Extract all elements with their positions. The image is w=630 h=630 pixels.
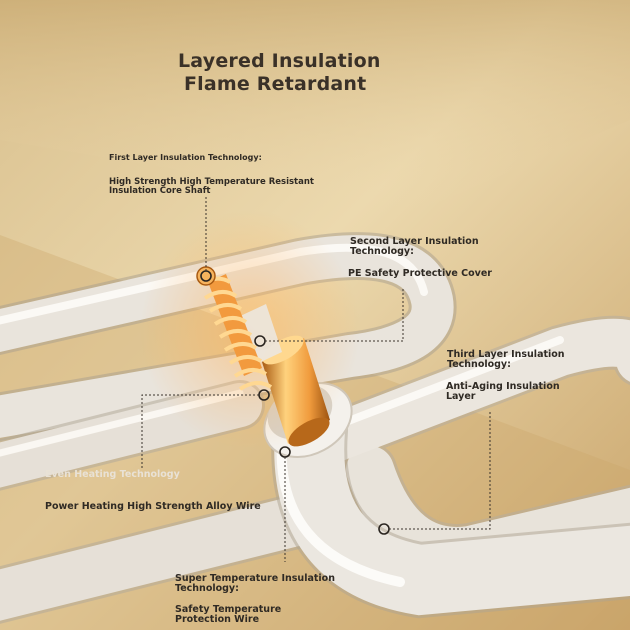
super-temp-heading: Super Temperature Insulation Technology: (175, 573, 335, 594)
tube-right-upper-body (306, 318, 630, 464)
title-line-2: Flame Retardant (184, 73, 367, 95)
background-shadow (0, 0, 630, 210)
tube-back-loop-body (0, 235, 454, 438)
gold-sleeve-bottom (288, 417, 330, 447)
second-layer-heading: Second Layer Insulation Technology: (350, 236, 479, 257)
leader-alloy-wire (141, 394, 259, 470)
first-layer-heading: First Layer Insulation Technology: (109, 153, 262, 162)
tube-right-upper-highlight (326, 336, 564, 432)
page-title: Layered Insulation Flame Retardant (178, 50, 381, 96)
leader-lines (141, 196, 491, 562)
second-layer-text: PE Safety Protective Cover (348, 268, 492, 279)
super-temp-text: Safety Temperature Protection Wire (175, 604, 282, 625)
gold-sleeve (262, 338, 330, 444)
gold-sleeve-top (262, 335, 304, 365)
third-layer-text: Anti-Aging Insulation Layer (446, 381, 560, 402)
title-line-1: Layered Insulation (178, 50, 381, 72)
leader-anti-aging (389, 410, 491, 530)
tube-front-cut-highlight (276, 435, 405, 587)
tube-front-cut-body (274, 395, 630, 616)
even-heating-text: Power Heating High Strength Alloy Wire (45, 501, 261, 512)
third-layer-heading: Third Layer Insulation Technology: (447, 349, 565, 370)
first-layer-text: High Strength High Temperature Resistant… (109, 177, 314, 196)
even-heating-heading: Even Heating Technology (45, 469, 180, 480)
tube-front-lower-body (0, 495, 325, 621)
leader-pe-cover (265, 288, 404, 342)
